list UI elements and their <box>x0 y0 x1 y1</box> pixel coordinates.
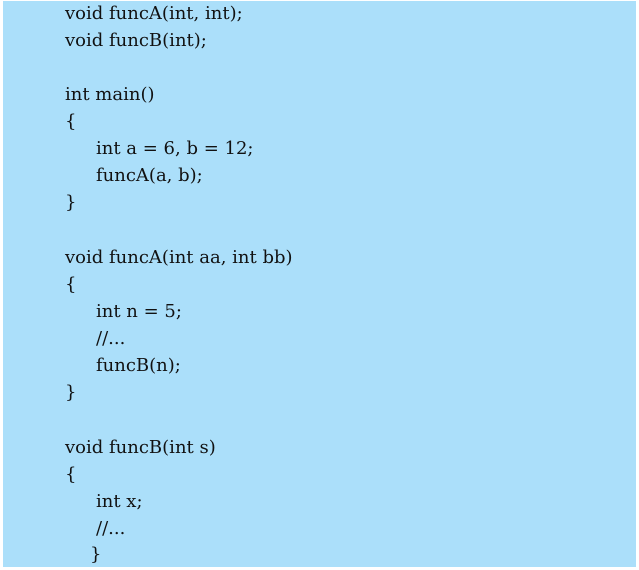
code-line: int n = 5; <box>96 301 182 322</box>
code-line: //... <box>96 518 126 539</box>
code-line: } <box>90 544 102 565</box>
code-line: { <box>65 464 77 485</box>
code-line: void funcB(int); <box>65 30 207 51</box>
code-line: int a = 6, b = 12; <box>96 138 254 159</box>
code-line: void funcA(int, int); <box>65 3 243 24</box>
code-line: { <box>65 111 77 132</box>
code-line: void funcB(int s) <box>65 437 216 458</box>
code-line: void funcA(int aa, int bb) <box>65 247 293 268</box>
code-line: } <box>65 192 77 213</box>
code-line: //... <box>96 328 126 349</box>
code-line: funcB(n); <box>96 355 181 376</box>
code-line: } <box>65 382 77 403</box>
code-line: int x; <box>96 491 143 512</box>
code-block: void funcA(int, int); void funcB(int); i… <box>3 1 636 567</box>
code-line: { <box>65 274 77 295</box>
code-line: funcA(a, b); <box>96 165 203 186</box>
code-line: int main() <box>65 84 155 105</box>
